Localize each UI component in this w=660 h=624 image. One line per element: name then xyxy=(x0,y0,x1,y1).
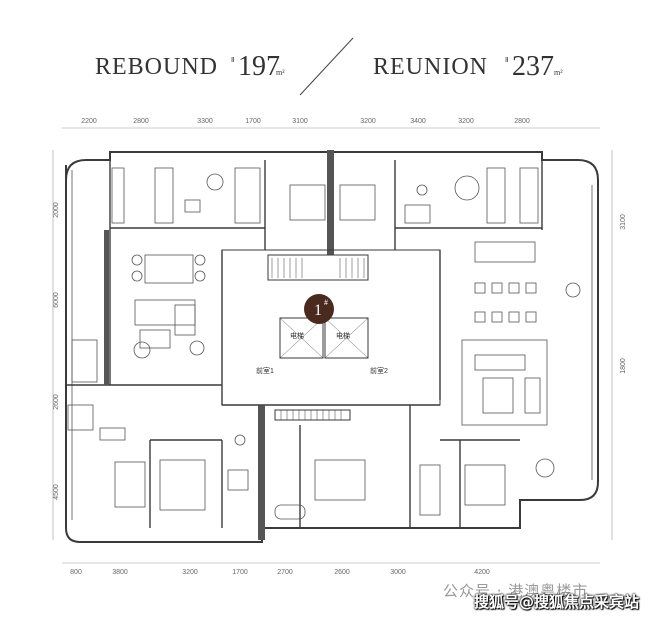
watermark-official-account: 公众号 · 港澳粤楼市 xyxy=(443,582,589,600)
building-number: 1 xyxy=(314,302,322,319)
lobby-b-label: 前室2 xyxy=(370,366,388,375)
top-dims-label: 3200 xyxy=(360,118,376,125)
bottom-dims-label: 3200 xyxy=(182,569,198,576)
top-dims-label: 3400 xyxy=(410,118,426,125)
left-dimension-labels: 2000 6000 2600 4500 xyxy=(53,202,60,500)
bottom-dims-label: 800 xyxy=(70,569,82,576)
left-unit-name: REBOUND xyxy=(95,54,218,80)
plan-header: REBOUND Ⅱ 197 m² REUNION Ⅱ 237 m² xyxy=(95,37,563,96)
top-dimension-labels: 2200 2800 3300 1700 3100 3200 3400 3200 2800 xyxy=(81,118,530,125)
interior-walls xyxy=(66,152,543,528)
left-dims-label: 6000 xyxy=(53,292,60,308)
bottom-dims-label: 3800 xyxy=(112,569,128,576)
right-dims-label: 1800 xyxy=(620,358,627,374)
left-dims-label: 4500 xyxy=(53,484,60,500)
left-unit-area-unit: m² xyxy=(276,68,285,77)
top-dims-label: 3300 xyxy=(197,118,213,125)
bottom-dims-label: 1700 xyxy=(232,569,248,576)
title-divider xyxy=(299,37,354,96)
bottom-dims-label: 4200 xyxy=(474,569,490,576)
structural-columns xyxy=(104,150,334,540)
right-dims-label: 3100 xyxy=(620,214,627,230)
left-unit-prefix: Ⅱ xyxy=(231,56,234,64)
dimension-lines xyxy=(52,127,613,564)
building-number-badge xyxy=(304,294,334,324)
top-dims-label: 3100 xyxy=(292,118,308,125)
elevator-b-label: 电梯 xyxy=(336,331,350,340)
building-number-suffix: # xyxy=(324,298,328,307)
left-unit-area: 197 xyxy=(238,51,280,82)
right-unit-area-unit: m² xyxy=(554,68,563,77)
top-dims-label: 2800 xyxy=(133,118,149,125)
top-dims-label: 2800 xyxy=(514,118,530,125)
top-dims-label: 2200 xyxy=(81,118,97,125)
top-dims-label: 3200 xyxy=(458,118,474,125)
lobby-a-label: 前室1 xyxy=(256,366,274,375)
bottom-dimension-labels: 800 3800 3200 1700 2700 2600 3000 4200 xyxy=(70,569,490,576)
right-unit-name: REUNION xyxy=(373,54,488,80)
building-core xyxy=(221,249,441,421)
right-unit-prefix: Ⅱ xyxy=(505,56,508,64)
bottom-dims-label: 2600 xyxy=(334,569,350,576)
bottom-dims-label: 2700 xyxy=(277,569,293,576)
watermark-sohu-account: 搜狐号@搜狐焦点采宾站 xyxy=(474,593,640,611)
left-dims-label: 2000 xyxy=(53,202,60,218)
furniture xyxy=(67,167,581,520)
core-labels: 1 # 电梯 电梯 前室1 前室2 xyxy=(256,294,388,375)
bottom-dims-label: 3000 xyxy=(390,569,406,576)
elevator-a-label: 电梯 xyxy=(290,331,304,340)
right-unit-area: 237 xyxy=(512,51,554,82)
left-dims-label: 2600 xyxy=(53,394,60,410)
right-dimension-labels: 3100 1800 xyxy=(620,214,627,374)
top-dims-label: 1700 xyxy=(245,118,261,125)
